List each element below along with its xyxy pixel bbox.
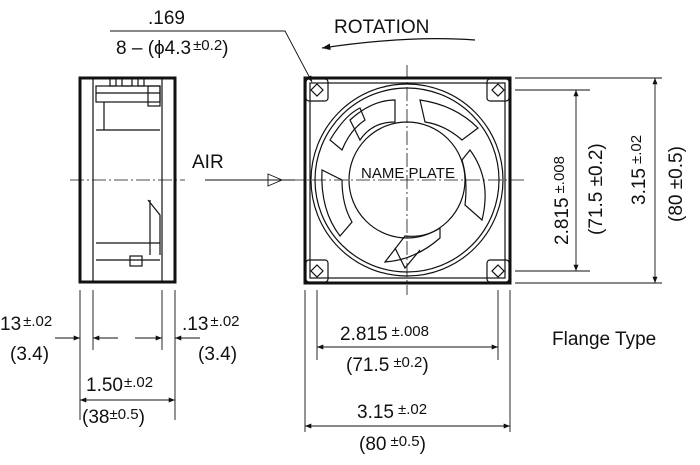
svg-text:8 – (ϕ4.3±0.2): 8 – (ϕ4.3±0.2): [116, 37, 229, 59]
rotation-arrow-icon: [321, 38, 476, 51]
hole-pitch-mm: (71.5±0.2): [346, 354, 429, 376]
front-right-dimensions: [515, 77, 662, 284]
name-plate-label: NAME PLATE: [361, 165, 455, 182]
hole-tolerance-inch: .169: [148, 8, 185, 29]
svg-text:3.15±.02: 3.15±.02: [628, 135, 650, 205]
side-dimensions: [55, 290, 200, 420]
size-inch: 3.15±.02: [357, 401, 427, 423]
air-label: AIR: [192, 152, 224, 173]
svg-text:(80 ±0.5): (80 ±0.5): [666, 146, 687, 222]
hole-spec-tolerance: ±0.2: [193, 37, 222, 54]
hole-spec-prefix: 8 – (ϕ4.3: [116, 38, 191, 59]
right-flange-mm: (3.4): [198, 344, 237, 365]
hole-spec-suffix: ): [222, 38, 228, 59]
depth-mm: (38±0.5): [82, 406, 145, 428]
rotation-label: ROTATION: [334, 17, 429, 38]
front-view: [290, 65, 525, 295]
side-view: [70, 76, 185, 284]
fan-blades: [321, 99, 486, 270]
svg-text:(71.5 ±0.2): (71.5 ±0.2): [586, 143, 607, 235]
v-hole-pitch-mm: (71.5 ±0.2): [586, 143, 607, 235]
mounting-hole-bottom-left: [305, 259, 329, 283]
mounting-hole-bottom-right: [486, 259, 510, 283]
v-size-mm: (80 ±0.5): [666, 146, 687, 222]
flange-type-label: Flange Type: [552, 329, 656, 350]
left-flange-inch: 13±.02: [0, 313, 52, 335]
size-mm: (80±0.5): [359, 433, 426, 455]
v-size-inch: 3.15±.02: [628, 135, 650, 205]
right-flange-inch: .13±.02: [182, 313, 240, 335]
front-view-outline: [303, 76, 512, 285]
front-bottom-dimensions: [304, 290, 511, 432]
air-arrow-icon: [205, 173, 295, 187]
hole-spec: 8 – (ϕ4.3±0.2): [116, 37, 229, 59]
mounting-hole-top-right: [486, 78, 510, 102]
svg-text:2.815±.008: 2.815±.008: [551, 156, 573, 245]
v-hole-pitch-inch: 2.815±.008: [551, 156, 573, 245]
hole-leader-line: [110, 30, 313, 83]
depth-inch: 1.50±.02: [86, 374, 153, 396]
left-flange-mm: (3.4): [10, 344, 49, 365]
mounting-hole-top-left: [305, 78, 329, 102]
hole-pitch-inch: 2.815±.008: [340, 323, 429, 345]
